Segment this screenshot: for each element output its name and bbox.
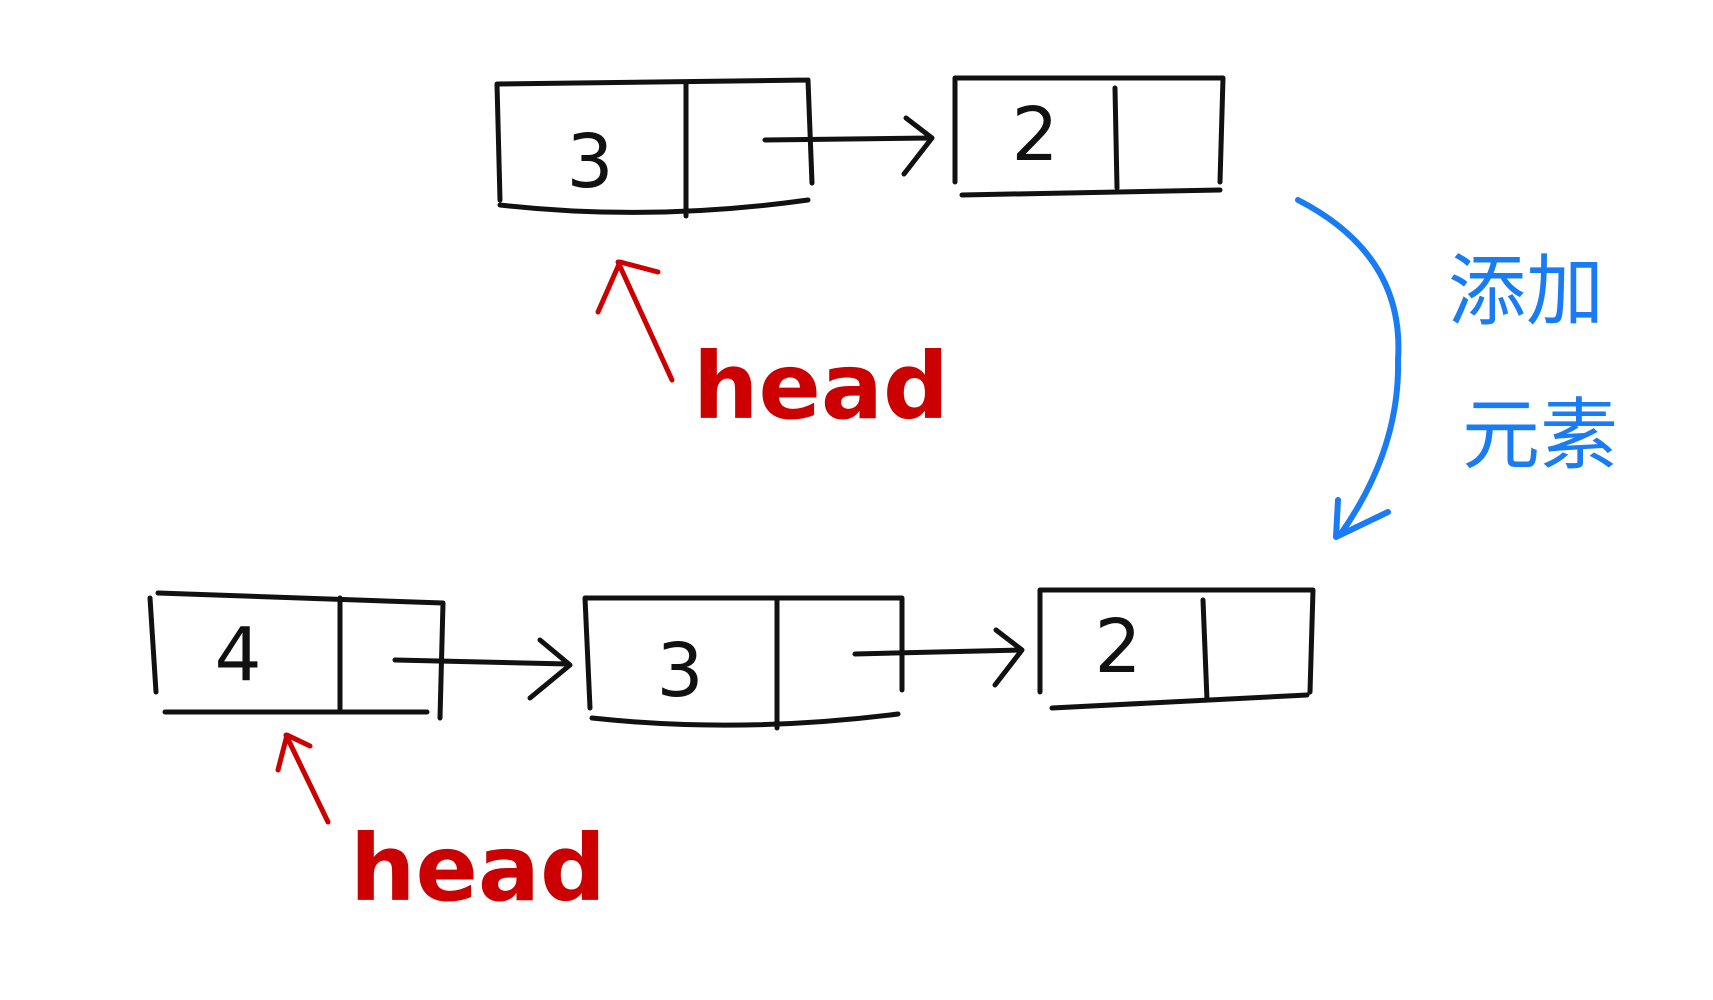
- node-box: [494, 77, 815, 215]
- head-arrow: [595, 259, 675, 383]
- after-node-3: 3: [582, 595, 905, 731]
- before-node-3: 3: [494, 77, 815, 219]
- head-label: head: [693, 333, 949, 440]
- operation-arrow: [1295, 197, 1402, 540]
- before-head-pointer: head: [595, 259, 949, 440]
- after-list: 4 3 2: [147, 587, 1316, 731]
- node-divider: [1112, 85, 1120, 191]
- node-box: [1037, 587, 1316, 711]
- after-head-pointer: head: [275, 732, 606, 922]
- after-node-4: 4: [147, 590, 446, 721]
- node-value: 4: [214, 612, 261, 698]
- operation-label-line2: 元素: [1462, 391, 1618, 481]
- operation-label-line1: 添加: [1448, 247, 1604, 337]
- node-box: [147, 590, 446, 721]
- node-divider: [1200, 597, 1210, 703]
- node-value: 3: [566, 119, 613, 205]
- node-value: 2: [1011, 92, 1058, 178]
- before-list: 3 2: [494, 75, 1226, 219]
- head-label: head: [350, 815, 606, 922]
- before-node-2: 2: [952, 75, 1226, 198]
- after-node-2: 2: [1037, 587, 1316, 711]
- next-arrow-4-to-3: [392, 637, 573, 701]
- add-operation: 添加 元素: [1295, 197, 1618, 540]
- node-box: [582, 595, 905, 728]
- next-arrow-3-to-2: [852, 627, 1025, 688]
- head-arrow: [275, 732, 331, 825]
- node-box: [952, 75, 1226, 198]
- next-arrow: [762, 115, 935, 177]
- node-value: 2: [1094, 604, 1141, 690]
- node-value: 3: [656, 628, 703, 714]
